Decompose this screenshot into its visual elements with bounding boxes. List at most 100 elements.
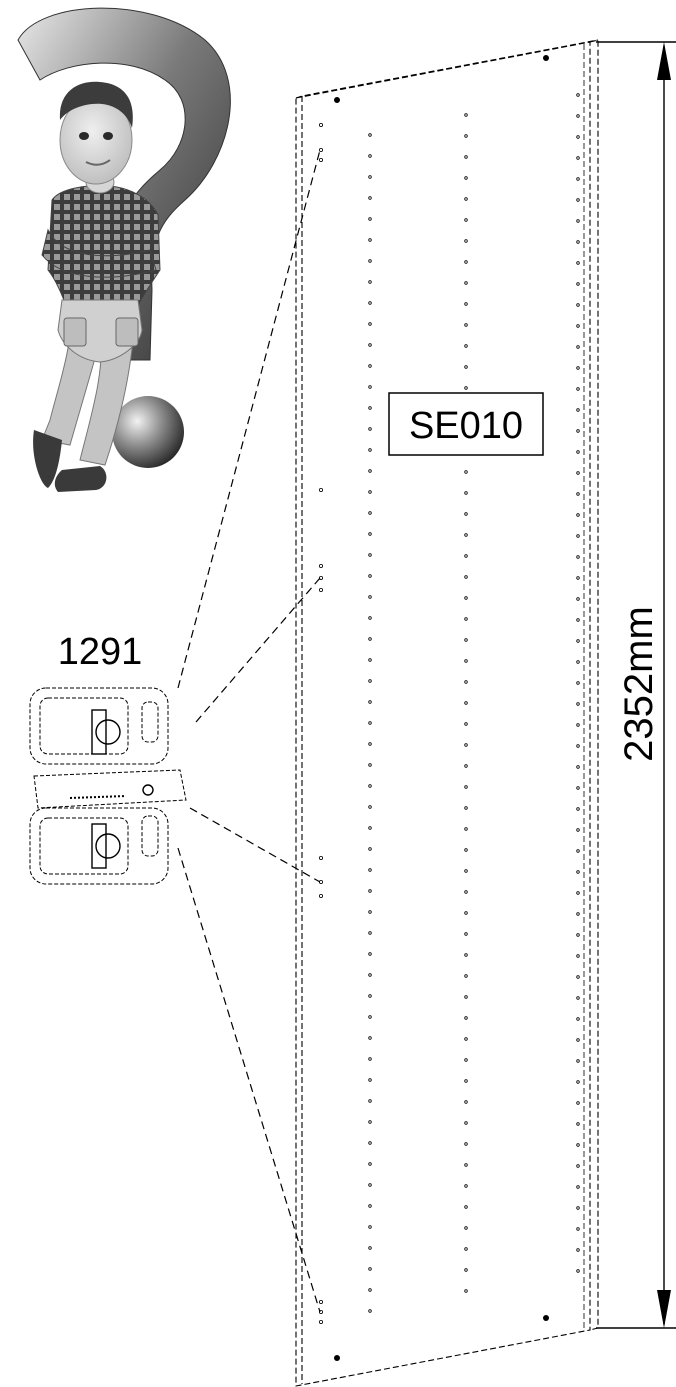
fitting-hole (318, 147, 323, 152)
fitting-hole (318, 1300, 323, 1305)
pin-hole (368, 574, 372, 578)
pin-hole (464, 113, 468, 117)
pin-hole (368, 658, 372, 662)
screw-middle-icon (142, 784, 154, 796)
pin-hole (576, 555, 580, 559)
pin-hole (464, 365, 468, 369)
leader-line-top (177, 149, 321, 689)
pin-hole (576, 93, 580, 97)
pin-hole (368, 910, 372, 914)
left-eye-icon (79, 132, 89, 140)
pin-hole (368, 385, 372, 389)
pin-hole (464, 806, 468, 810)
pin-hole (464, 596, 468, 600)
pin-hole (464, 827, 468, 831)
pin-hole (464, 869, 468, 873)
pin-hole (464, 890, 468, 894)
pin-hole (576, 933, 580, 937)
pin-hole (368, 1120, 372, 1124)
pin-hole (464, 701, 468, 705)
pin-hole (368, 1288, 372, 1292)
pin-hole (576, 744, 580, 748)
pin-hole (464, 1184, 468, 1188)
pin-hole (368, 259, 372, 263)
pin-hole (576, 1143, 580, 1147)
pin-hole (576, 366, 580, 370)
pin-hole (464, 848, 468, 852)
belt-pocket-right-icon (115, 317, 139, 347)
height-dimension-text: 2352mm (617, 606, 661, 762)
pin-hole (368, 616, 372, 620)
pin-hole (368, 1225, 372, 1229)
pin-hole (464, 1121, 468, 1125)
pin-hole (576, 135, 580, 139)
pin-hole (368, 1267, 372, 1271)
pin-hole (576, 681, 580, 685)
pin-hole (576, 660, 580, 664)
pin-hole (464, 1100, 468, 1104)
pin-hole (576, 723, 580, 727)
pin-hole (464, 176, 468, 180)
pin-hole (368, 343, 372, 347)
pin-hole (576, 597, 580, 601)
pin-hole (368, 553, 372, 557)
pin-hole (368, 679, 372, 683)
pin-hole (464, 281, 468, 285)
pin-hole (576, 828, 580, 832)
part-code-box (388, 392, 544, 456)
pin-hole (368, 763, 372, 767)
pin-hole (576, 1017, 580, 1021)
pin-hole (576, 1227, 580, 1231)
pin-hole (576, 450, 580, 454)
pin-hole (368, 994, 372, 998)
cam-lock-lower-body (91, 823, 107, 869)
pin-hole (368, 700, 372, 704)
pin-hole (368, 1036, 372, 1040)
pin-hole (576, 240, 580, 244)
dimension-arrow-bottom (657, 1290, 671, 1328)
pin-hole (368, 364, 372, 368)
pin-hole (368, 1162, 372, 1166)
pin-hole (576, 891, 580, 895)
bracket-upper-block (29, 687, 169, 765)
pin-hole (368, 1078, 372, 1082)
pin-hole (576, 219, 580, 223)
leader-line-upper-middle (195, 577, 321, 723)
pin-hole (464, 1037, 468, 1041)
pin-hole (368, 238, 372, 242)
pin-hole (464, 953, 468, 957)
right-shoe-icon (54, 466, 107, 492)
pin-hole (368, 1141, 372, 1145)
pin-hole (576, 282, 580, 286)
fitting-hole (318, 856, 323, 861)
side-panel-drawing (295, 39, 599, 1387)
fitting-hole (318, 487, 323, 492)
panel-top-edge (295, 39, 599, 99)
pin-hole (576, 618, 580, 622)
pin-hole (576, 1248, 580, 1252)
pin-hole (464, 974, 468, 978)
pin-hole (368, 1183, 372, 1187)
pin-hole (368, 805, 372, 809)
pin-hole (368, 1246, 372, 1250)
pin-hole (464, 344, 468, 348)
pin-hole (368, 868, 372, 872)
pin-hole (576, 975, 580, 979)
pin-hole (464, 1226, 468, 1230)
cam-lock-upper-body (91, 709, 107, 755)
left-shoe-icon (33, 430, 62, 488)
pin-hole (576, 261, 580, 265)
pin-hole (576, 198, 580, 202)
fitting-hole (318, 894, 323, 899)
fitting-hole (318, 1320, 323, 1325)
pin-hole (464, 722, 468, 726)
fixing-hole-top-right (543, 55, 549, 61)
pin-hole (368, 826, 372, 830)
pin-hole (368, 175, 372, 179)
pin-hole (576, 303, 580, 307)
pin-hole (368, 448, 372, 452)
pin-hole (576, 765, 580, 769)
pin-hole (464, 911, 468, 915)
pin-hole (464, 239, 468, 243)
pin-hole (576, 1101, 580, 1105)
